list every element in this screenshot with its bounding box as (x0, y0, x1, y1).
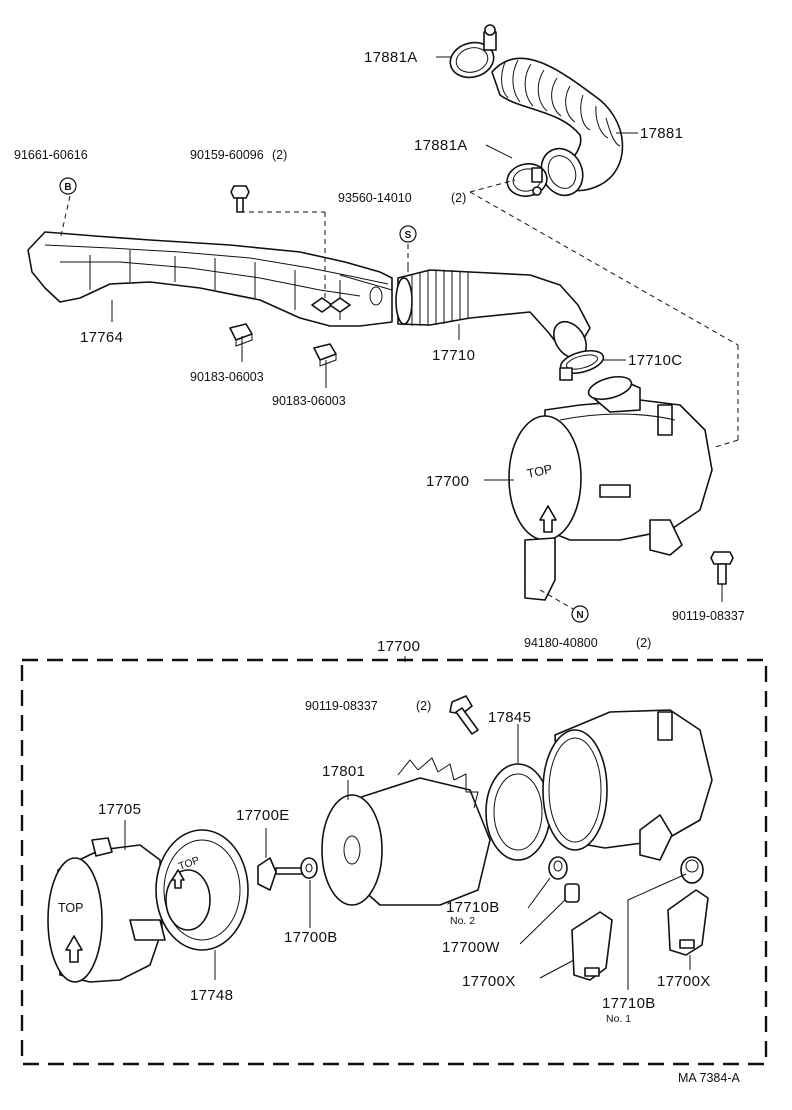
label-91661-60616: 91661-60616 (14, 148, 88, 162)
label-17710b-no2: 17710B (446, 899, 500, 916)
filter-element-17801 (321, 757, 491, 906)
top-mark-upper-text: TOP (526, 462, 554, 481)
label-17764: 17764 (80, 329, 123, 346)
leader-lines (111, 56, 723, 990)
label-94180-40800-qty: (2) (636, 636, 651, 650)
labels-lower: 90119-08337 (2) 17845 17801 17705 17700E… (98, 699, 711, 1025)
air-cleaner-assy-17700 (508, 375, 713, 601)
clip-nut-90183-06003-2 (313, 343, 337, 367)
gasket-17845 (485, 763, 551, 861)
top-mark-cap-text: TOP (58, 901, 83, 915)
label-17881a-top: 17881A (364, 49, 418, 66)
label-90159-60096-qty: (2) (272, 148, 287, 162)
symbol-b: B (59, 177, 77, 195)
symbol-s-text: S (405, 230, 412, 241)
label-17710b-no1-sub: No. 1 (606, 1013, 631, 1025)
label-17705: 17705 (98, 801, 141, 818)
top-mark-cap: TOP (58, 901, 83, 963)
drawing-id: MA 7384-A (678, 1071, 741, 1085)
label-90119-08337-lower: 90119-08337 (305, 699, 378, 713)
label-17700-assembly: 17700 (377, 638, 420, 655)
grommet-17710b-no2 (548, 856, 568, 880)
labels-upper: 17881A 17881 17881A 91661-60616 90159-60… (14, 49, 745, 655)
dashed-leaders (59, 179, 739, 611)
air-cleaner-case (542, 709, 713, 861)
top-mark-upper: TOP (526, 462, 557, 533)
cover-17748 (155, 829, 249, 951)
label-93560-14010-qty: (2) (451, 191, 466, 205)
label-17748: 17748 (190, 987, 233, 1004)
bracket-17700x-2 (667, 889, 709, 956)
hose-clamp-17881a-lower (506, 163, 548, 197)
label-90183-06003-2: 90183-06003 (272, 394, 346, 408)
label-17710c: 17710C (628, 352, 682, 369)
label-17700x-1: 17700X (462, 973, 516, 990)
assembly-frame (20, 658, 768, 1066)
label-90119-08337-upper: 90119-08337 (672, 609, 745, 623)
label-90119-08337-lower-qty: (2) (416, 699, 431, 713)
label-17710b-no1: 17710B (602, 995, 656, 1012)
label-93560-14010: 93560-14010 (338, 191, 412, 205)
label-90159-60096: 90159-60096 (190, 148, 264, 162)
label-17710: 17710 (432, 347, 475, 364)
label-17700w: 17700W (442, 939, 500, 956)
symbol-n-text: N (576, 610, 583, 621)
label-17881: 17881 (640, 125, 683, 142)
label-17845: 17845 (488, 709, 531, 726)
grommet-17710b-no1 (680, 856, 704, 884)
label-17801: 17801 (322, 763, 365, 780)
symbol-s: S (399, 225, 417, 243)
connector-hose-17710 (395, 269, 591, 360)
hose-clamp-17710c (559, 349, 605, 381)
wing-nut-17700e (257, 857, 303, 891)
label-17700-upper: 17700 (426, 473, 469, 490)
hose-clamp-17881a-top (449, 24, 497, 79)
label-17700x-2: 17700X (657, 973, 711, 990)
symbol-b-text: B (64, 182, 71, 193)
symbol-n: N (571, 605, 589, 623)
clip-nut-90183-06003-1 (229, 323, 253, 347)
label-94180-40800: 94180-40800 (524, 636, 598, 650)
bolt-90159-60096 (230, 185, 250, 213)
label-17700b: 17700B (284, 929, 338, 946)
washer-17700b (300, 857, 318, 879)
label-90183-06003-1: 90183-06003 (190, 370, 264, 384)
inlet-duct-17764 (27, 231, 393, 327)
label-17710b-no2-sub: No. 2 (450, 915, 475, 927)
collar-17700w (564, 883, 580, 903)
air-cleaner-cap-17705 (47, 837, 166, 983)
mount-bolt-90119-08337 (710, 551, 734, 585)
bracket-17700x-1 (571, 911, 613, 981)
label-17881a-lower: 17881A (414, 137, 468, 154)
intake-hose-17881 (491, 57, 624, 197)
label-17700e: 17700E (236, 807, 290, 824)
cap-bolt-90119-08337 (449, 695, 479, 735)
